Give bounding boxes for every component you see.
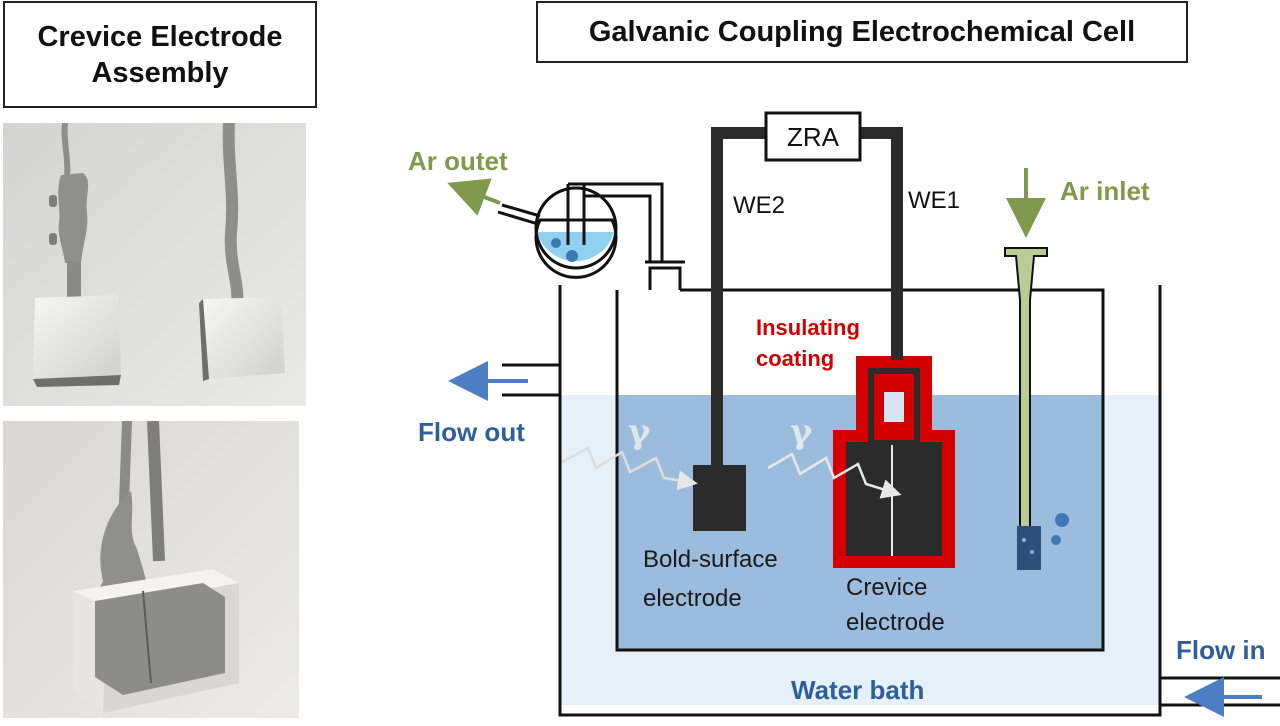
- gas-bubbler: [497, 182, 664, 279]
- zra-label: ZRA: [787, 122, 840, 152]
- we2-label: WE2: [733, 192, 785, 219]
- cell-title: Galvanic Coupling Electrochemical Cell: [536, 1, 1188, 63]
- water-bath-label: Water bath: [791, 675, 924, 705]
- gamma-symbol-2: γ: [790, 412, 813, 452]
- insulating-label-line1: Insulating: [756, 315, 860, 340]
- component-labels: Insulating coating Bold-surface electrod…: [643, 315, 945, 636]
- flow-out-label: Flow out: [418, 417, 525, 447]
- ar-outlet-label: Ar outet: [408, 146, 508, 176]
- electrode-photo-bottom: [3, 421, 299, 718]
- crevice-electrode-label-line2: electrode: [846, 609, 945, 636]
- argon-inlet-tube: [1004, 247, 1069, 570]
- crevice-electrode-label-line1: Crevice: [846, 574, 927, 601]
- cell-title-text: Galvanic Coupling Electrochemical Cell: [588, 15, 1136, 48]
- assembly-title-text: Crevice Electrode Assembly: [37, 20, 283, 89]
- we1-label: WE1: [908, 187, 960, 214]
- gamma-rays: γ γ: [561, 412, 902, 499]
- electrode-photo-top: [3, 123, 306, 406]
- argon-flow: Ar outet Ar inlet: [408, 146, 1150, 238]
- gamma-symbol-1: γ: [628, 412, 651, 452]
- flow-in-label: Flow in: [1176, 635, 1266, 665]
- zra-circuit: ZRA WE2 WE1: [711, 111, 960, 395]
- bold-surface-electrode: [693, 390, 746, 531]
- insulating-label-line2: coating: [756, 346, 834, 371]
- assembly-title: Crevice Electrode Assembly: [3, 1, 317, 108]
- ar-inlet-label: Ar inlet: [1060, 176, 1150, 206]
- bold-electrode-label-line1: Bold-surface: [643, 546, 778, 573]
- crevice-electrode: [833, 290, 955, 568]
- bold-electrode-label-line2: electrode: [643, 585, 742, 612]
- water-flow: Flow out Flow in Water bath: [418, 361, 1266, 717]
